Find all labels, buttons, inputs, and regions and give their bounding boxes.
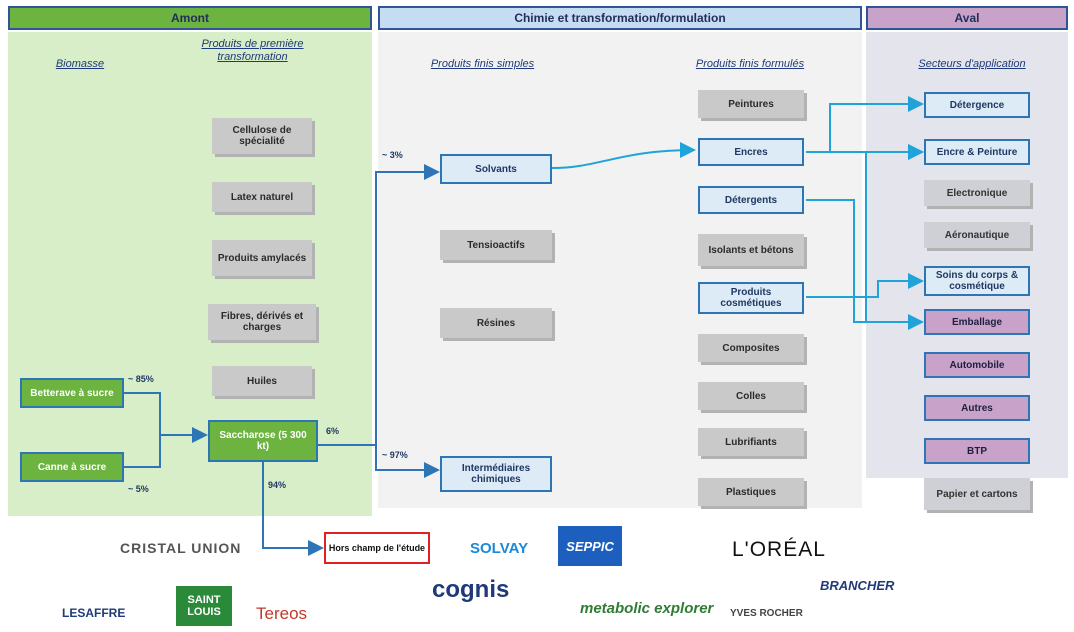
- logo-brancher: BRANCHER: [820, 578, 895, 593]
- secteur-item: Electronique: [924, 180, 1030, 206]
- secteur-item: Soins du corps & cosmétique: [924, 266, 1030, 296]
- column-formules: Produits finis formulés: [695, 58, 805, 70]
- secteur-item: Emballage: [924, 309, 1030, 335]
- pct-solvants: ~ 3%: [382, 150, 403, 160]
- secteur-item: Détergence: [924, 92, 1030, 118]
- simple-item: Résines: [440, 308, 552, 338]
- secteur-item: Encre & Peinture: [924, 139, 1030, 165]
- saccharose-box: Saccharose (5 300 kt): [208, 420, 318, 462]
- premiere-item: Latex naturel: [212, 182, 312, 212]
- logo-tereos: Tereos: [256, 604, 308, 623]
- secteur-item: Papier et cartons: [924, 478, 1030, 510]
- premiere-item: Huiles: [212, 366, 312, 396]
- biomasse-betterave: Betterave à sucre: [20, 378, 124, 408]
- header-amont: Amont: [8, 6, 372, 30]
- pct-intermediaires: ~ 97%: [382, 450, 408, 460]
- premiere-item: Cellulose de spécialité: [212, 118, 312, 154]
- logo-loreal: L'ORÉAL: [732, 538, 826, 561]
- secteur-item: Aéronautique: [924, 222, 1030, 248]
- formule-item: Produits cosmétiques: [698, 282, 804, 314]
- simple-item: Solvants: [440, 154, 552, 184]
- formule-item: Lubrifiants: [698, 428, 804, 456]
- logo-yves-rocher: YVES ROCHER: [730, 608, 803, 619]
- formule-item: Colles: [698, 382, 804, 410]
- column-biomasse: Biomasse: [55, 58, 105, 70]
- logo-seppic: SEPPIC: [558, 526, 622, 566]
- header-aval: Aval: [866, 6, 1068, 30]
- logo-solvay: SOLVAY: [470, 540, 529, 557]
- formule-item: Peintures: [698, 90, 804, 118]
- column-simples: Produits finis simples: [430, 58, 535, 70]
- pct-betterave: ~ 85%: [128, 374, 154, 384]
- premiere-item: Produits amylacés: [212, 240, 312, 276]
- formule-item: Détergents: [698, 186, 804, 214]
- logo-metabolic-explorer: metabolic explorer: [580, 600, 714, 617]
- logo-lesaffre: LESAFFRE: [62, 606, 126, 620]
- secteur-item: BTP: [924, 438, 1030, 464]
- premiere-item: Fibres, dérivés et charges: [208, 304, 316, 340]
- formule-item: Composites: [698, 334, 804, 362]
- formule-item: Encres: [698, 138, 804, 166]
- header-chemistry: Chimie et transformation/formulation: [378, 6, 862, 30]
- logo-saint-louis: SAINT LOUIS: [176, 586, 232, 626]
- formule-item: Plastiques: [698, 478, 804, 506]
- pct-canne: ~ 5%: [128, 484, 149, 494]
- simple-item: Tensioactifs: [440, 230, 552, 260]
- biomasse-canne: Canne à sucre: [20, 452, 124, 482]
- logo-cognis: cognis: [432, 576, 510, 603]
- hors-champ-box: Hors champ de l'étude: [324, 532, 430, 564]
- secteur-item: Automobile: [924, 352, 1030, 378]
- simple-item: Intermédiaires chimiques: [440, 456, 552, 492]
- pct-saccharose-down: 94%: [268, 480, 287, 490]
- column-secteurs: Secteurs d'application: [918, 58, 1026, 70]
- logo-cristal-union: CRISTAL UNION: [120, 540, 242, 556]
- secteur-item: Autres: [924, 395, 1030, 421]
- column-premiere: Produits de première transformation: [201, 38, 304, 63]
- formule-item: Isolants et bétons: [698, 234, 804, 266]
- pct-saccharose-right: 6%: [326, 426, 340, 436]
